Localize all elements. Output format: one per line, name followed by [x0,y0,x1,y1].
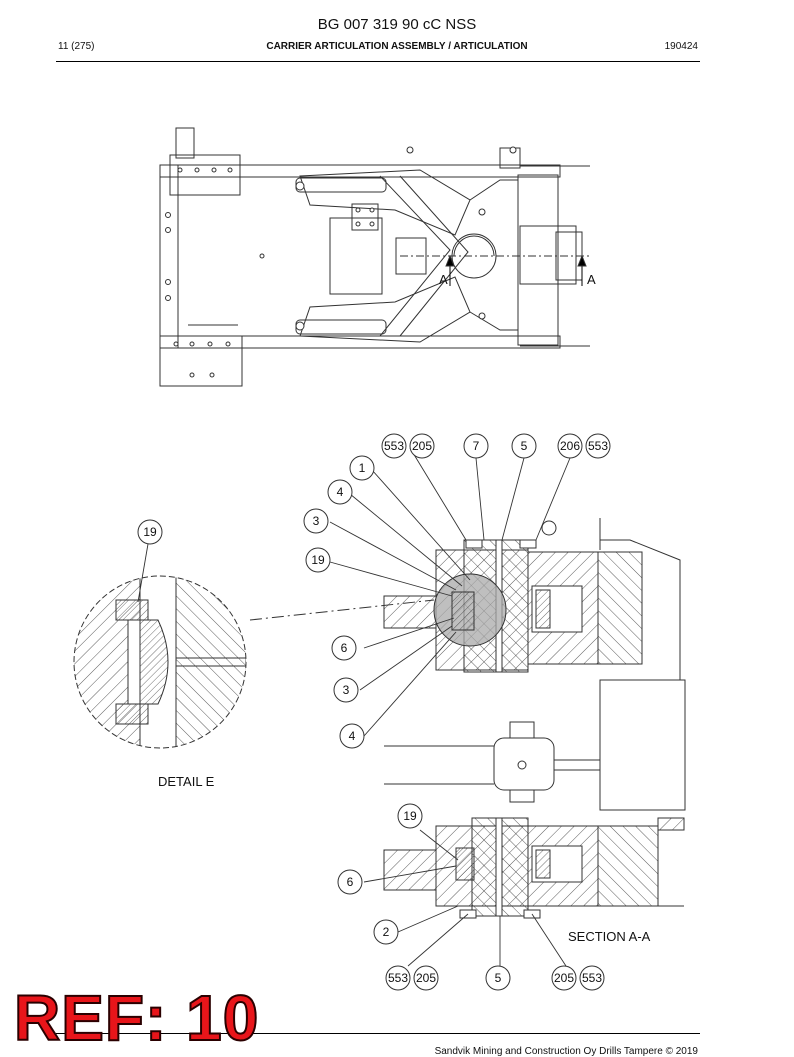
section-middle-link [384,679,686,811]
leader-lines [137,447,571,967]
reference-watermark: REF: 10 [13,982,260,1054]
detail-e-label: DETAIL E [158,774,215,789]
callout-5-top: 5 [521,439,528,453]
carrier-frame-top-view [159,127,590,387]
page-number: 11 (275) [58,41,95,52]
header-rule [56,61,700,62]
document-title: BG 007 319 90 cC NSS [317,16,477,33]
section-a-a-label: SECTION A-A [568,929,651,944]
callout-7: 7 [473,439,480,453]
callout-553-top-right: 553 [588,439,608,453]
callout-205-top: 205 [412,439,432,453]
section-marker-left: A [439,272,448,287]
section-title: CARRIER ARTICULATION ASSEMBLY / ARTICULA… [266,41,528,52]
callout-1: 1 [359,461,366,475]
footer-copyright: Sandvik Mining and Construction Oy Drill… [434,1046,698,1057]
callout-553-bottom-right: 553 [582,971,602,985]
callout-3-lower: 3 [343,683,350,697]
callout-206: 206 [560,439,580,453]
section-upper-joint [383,518,681,680]
section-marker-right: A [587,272,596,287]
callout-19-lower: 19 [403,809,417,823]
detail-e-view [73,575,435,749]
callout-2: 2 [383,925,390,939]
document-date: 190424 [664,41,698,52]
callout-6-lower: 6 [347,875,354,889]
callout-553-top-left: 553 [384,439,404,453]
callout-4-upper: 4 [337,485,344,499]
callout-205-bottom-left: 205 [416,971,436,985]
callout-553-bottom-left: 553 [388,971,408,985]
callout-19-upper: 19 [311,553,325,567]
callout-205-bottom-right: 205 [554,971,574,985]
callout-6-upper: 6 [341,641,348,655]
callout-19-detail: 19 [143,525,157,539]
callout-3-upper: 3 [313,514,320,528]
callouts [137,433,611,991]
callout-4-lower: 4 [349,729,356,743]
section-lower-joint [383,817,685,919]
footer-rule [56,1033,700,1034]
callout-5-bottom: 5 [495,971,502,985]
